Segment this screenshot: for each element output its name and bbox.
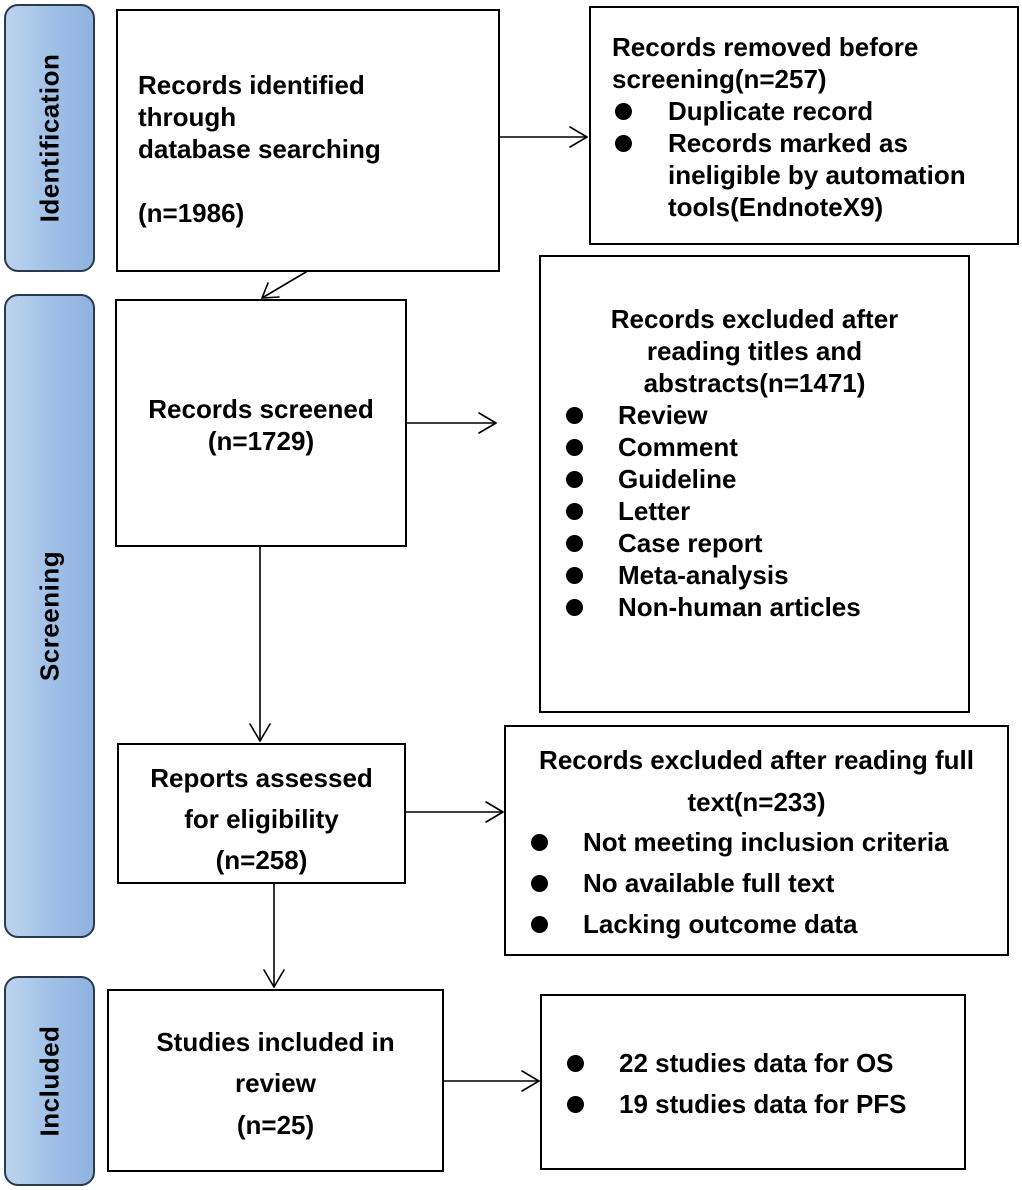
screened-line1: Records screened [148, 394, 374, 424]
arrowhead-icon [569, 126, 588, 148]
excluded-titles-item: Comment [618, 432, 738, 462]
excluded-titles-item: Letter [618, 496, 691, 526]
outcomes-item: 22 studies data for OS [619, 1048, 894, 1078]
removed-line1: Records removed before [612, 32, 919, 62]
bullet-icon [531, 834, 548, 851]
bullet-icon [567, 1055, 584, 1072]
bullet-icon [566, 503, 583, 520]
arrow-identified-to-screened [261, 271, 307, 299]
identified-line2: through [138, 102, 237, 132]
outcomes-item: 19 studies data for PFS [619, 1089, 907, 1119]
removed-bullet1: Duplicate record [668, 96, 874, 126]
assessed-line2: for eligibility [184, 804, 339, 834]
excluded-titles-item: Meta-analysis [618, 560, 789, 590]
bullet-icon [615, 135, 632, 152]
excluded-titles-line3: abstracts(n=1471) [643, 368, 866, 398]
included-line2: review [235, 1068, 316, 1098]
outcomes-box: 22 studies data for OS 19 studies data f… [540, 994, 966, 1170]
phase-identification: Identification [4, 4, 95, 272]
removed-bullet2-line3: tools(EndnoteX9) [668, 192, 884, 222]
identified-count: (n=1986) [138, 198, 245, 228]
assessed-line1: Reports assessed [150, 763, 373, 793]
bullet-icon [567, 1096, 584, 1113]
excluded-fulltext-line1: Records excluded after reading full [539, 745, 974, 775]
phase-included: Included [4, 976, 95, 1186]
removed-bullet2-line2: ineligible by automation [668, 160, 966, 190]
arrowhead-icon [249, 723, 271, 742]
removed-line2: screening(n=257) [612, 64, 827, 94]
arrowhead-icon [521, 1070, 540, 1092]
assessed-box: Reports assessed for eligibility (n=258) [117, 743, 406, 884]
included-line1: Studies included in [156, 1027, 395, 1057]
bullet-icon [566, 535, 583, 552]
identified-line1: Records identified [138, 70, 365, 100]
excluded-titles-item: Guideline [618, 464, 737, 494]
identified-line3: database searching [138, 134, 381, 164]
arrowhead-icon [261, 282, 280, 299]
removed-box: Records removed before screening(n=257) … [589, 6, 1019, 245]
excluded-fulltext-item: Not meeting inclusion criteria [583, 827, 949, 857]
excluded-fulltext-box: Records excluded after reading full text… [504, 725, 1009, 956]
excluded-fulltext-item: No available full text [583, 868, 835, 898]
excluded-titles-item: Non-human articles [618, 592, 861, 622]
bullet-icon [531, 916, 548, 933]
excluded-titles-item: Case report [618, 528, 763, 558]
excluded-titles-box: Records excluded after reading titles an… [539, 255, 970, 713]
arrowhead-icon [263, 969, 285, 988]
assessed-count: (n=258) [215, 845, 308, 875]
included-count: (n=25) [236, 1110, 315, 1140]
screened-box: Records screened (n=1729) [115, 299, 407, 547]
identified-box: Records identified through database sear… [116, 9, 500, 272]
bullet-icon [566, 599, 583, 616]
bullet-icon [531, 875, 548, 892]
excluded-titles-item: Review [618, 400, 708, 430]
screened-count: (n=1729) [207, 426, 315, 456]
phase-screening: Screening [4, 294, 95, 938]
bullet-icon [566, 567, 583, 584]
bullet-icon [566, 471, 583, 488]
bullet-icon [615, 103, 632, 120]
bullet-icon [566, 439, 583, 456]
excluded-titles-line1: Records excluded after [610, 304, 899, 334]
excluded-fulltext-line2: text(n=233) [687, 787, 826, 817]
bullet-icon [566, 407, 583, 424]
excluded-fulltext-item: Lacking outcome data [583, 909, 858, 939]
removed-bullet2-line1: Records marked as [668, 128, 908, 158]
arrowhead-icon [485, 801, 504, 823]
excluded-titles-line2: reading titles and [646, 336, 863, 366]
included-box: Studies included in review (n=25) [107, 989, 444, 1172]
arrowhead-icon [478, 412, 497, 434]
